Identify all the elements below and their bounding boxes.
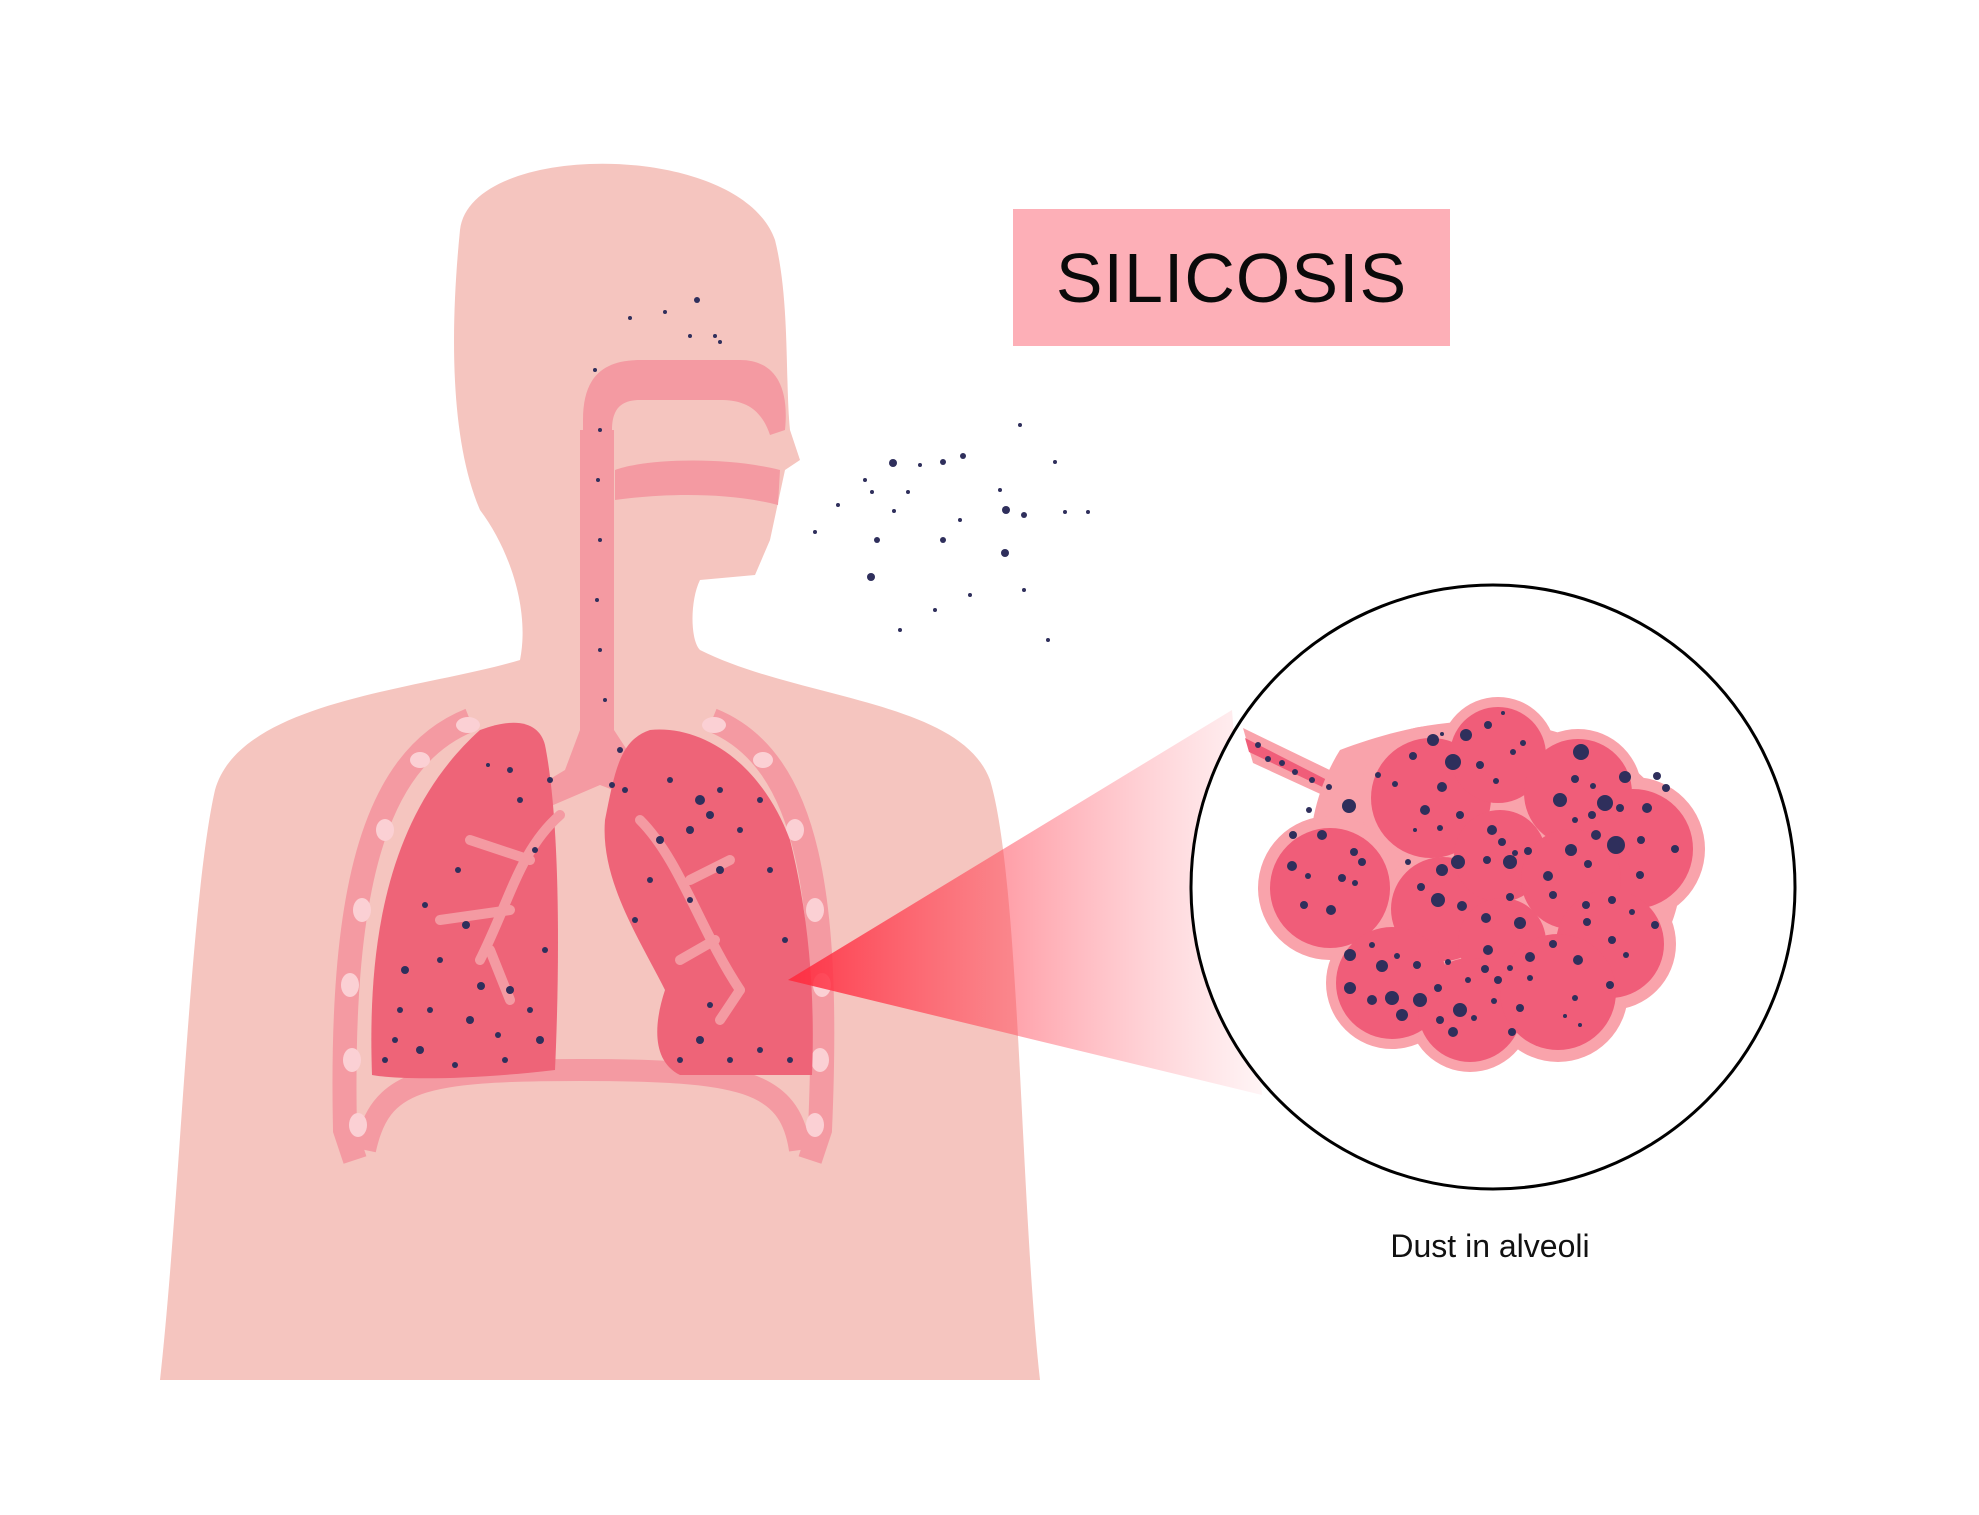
alveoli-caption: Dust in alveoli (1390, 1228, 1590, 1264)
dust-particles-body (382, 297, 793, 1068)
left-lung (604, 729, 813, 1075)
rib-cage (332, 708, 835, 1164)
title-box: SILICOSIS (1013, 209, 1450, 346)
zoom-beam (788, 710, 1262, 1095)
page-title: SILICOSIS (1055, 238, 1408, 317)
airborne-dust (813, 423, 1090, 642)
magnifier-lens (1189, 583, 1797, 1191)
lungs (371, 722, 813, 1079)
